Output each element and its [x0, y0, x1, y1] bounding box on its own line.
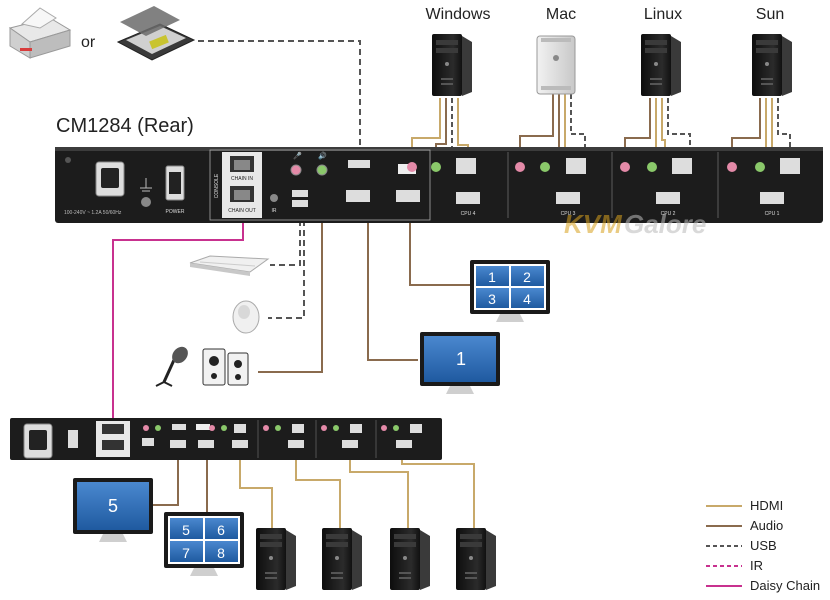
computer-label-linux: Linux	[644, 6, 682, 23]
svg-text:🎤: 🎤	[293, 151, 302, 160]
speakers-icon	[202, 348, 249, 386]
mouse-icon	[232, 300, 260, 334]
pc-tower-icon-bottom-1	[256, 528, 296, 590]
pc-tower-icon-bottom-3	[390, 528, 430, 590]
svg-text:5: 5	[108, 496, 118, 516]
computer-label-windows: Windows	[426, 6, 491, 23]
svg-text:3: 3	[488, 291, 496, 307]
mac-tower-icon	[536, 35, 576, 95]
pc-tower-icon-sun	[752, 34, 792, 96]
cpu-ports-secondary[interactable]	[209, 420, 422, 458]
svg-text:🔊: 🔊	[318, 151, 327, 160]
kvm-rear-panel-secondary	[10, 418, 442, 460]
svg-text:100-240V ~ 1.2A 50/60Hz: 100-240V ~ 1.2A 50/60Hz	[64, 210, 122, 216]
cpu3-ports[interactable]	[515, 158, 586, 204]
svg-text:8: 8	[217, 545, 225, 561]
console-label: CONSOLE	[214, 173, 220, 198]
chain-out-port-secondary[interactable]	[102, 440, 124, 450]
quad-monitor-bottom: 5 6 7 8	[164, 512, 244, 576]
chain-in-port-secondary[interactable]	[102, 424, 124, 434]
legend-label-usb: USB	[750, 538, 777, 553]
svg-text:2: 2	[523, 269, 531, 285]
computer-label-mac: Mac	[546, 6, 576, 23]
svg-text:5: 5	[182, 522, 190, 538]
mic-jack[interactable]	[290, 164, 302, 176]
computer-label-sun: Sun	[756, 6, 784, 23]
cpu3-label: CPU 3	[561, 211, 576, 217]
chain-out-port[interactable]	[230, 186, 254, 202]
hdmi-console-port-1[interactable]	[346, 190, 370, 202]
pc-tower-icon-bottom-2	[322, 528, 362, 590]
usb-peripheral-port[interactable]	[348, 160, 370, 168]
scanner-icon	[116, 6, 196, 61]
keyboard-icon	[189, 255, 270, 276]
or-label: or	[81, 34, 96, 51]
cpu2-ports[interactable]	[620, 158, 692, 204]
legend-label-daisy-chain: Daisy Chain	[750, 578, 820, 593]
chain-in-port[interactable]	[230, 156, 254, 172]
single-monitor-bottom: 5	[73, 478, 153, 542]
pc-tower-icon-windows	[432, 34, 472, 96]
kvm-rear-panel: 100-240V ~ 1.2A 50/60Hz POWER CONSOLE CH…	[55, 147, 823, 223]
ground-icon	[140, 178, 152, 207]
legend-label-ir: IR	[750, 558, 763, 573]
svg-text:Galore: Galore	[624, 209, 706, 239]
microphone-icon	[155, 346, 188, 387]
hdmi-console-port-2[interactable]	[396, 190, 420, 202]
svg-text:1: 1	[456, 349, 466, 369]
pc-tower-icon-linux	[641, 34, 681, 96]
svg-text:6: 6	[217, 522, 225, 538]
power-outlet-icon-secondary	[23, 423, 53, 459]
svg-text:7: 7	[182, 545, 190, 561]
legend-label-hdmi: HDMI	[750, 498, 783, 513]
quad-monitor-top: 1 2 3 4	[470, 260, 550, 322]
cpu2-label: CPU 2	[661, 211, 676, 217]
printer-icon	[8, 7, 72, 59]
legend: HDMI Audio USB IR Daisy Chain	[706, 498, 820, 593]
ir-jack[interactable]	[270, 194, 278, 202]
svg-text:KVM: KVM	[564, 209, 623, 239]
power-switch[interactable]	[165, 165, 185, 201]
single-monitor-top: 1	[420, 332, 500, 394]
cpu4-ports[interactable]	[407, 158, 480, 204]
ir-label: IR	[272, 208, 277, 214]
legend-label-audio: Audio	[750, 518, 783, 533]
device-title: CM1284 (Rear)	[56, 115, 194, 137]
svg-text:4: 4	[523, 291, 531, 307]
cpu1-label: CPU 1	[765, 211, 780, 217]
watermark-logo: KVM Galore	[564, 209, 706, 239]
power-outlet-icon	[95, 161, 125, 197]
svg-text:1: 1	[488, 269, 496, 285]
console-usb-ports[interactable]	[292, 190, 308, 207]
power-label: POWER	[166, 209, 185, 215]
cpu4-label: CPU 4	[461, 211, 476, 217]
speaker-jack[interactable]	[316, 164, 328, 176]
cpu1-ports[interactable]	[727, 158, 800, 204]
pc-tower-icon-bottom-4	[456, 528, 496, 590]
chain-out-label: CHAIN OUT	[228, 208, 256, 214]
chain-in-label: CHAIN IN	[231, 176, 253, 182]
